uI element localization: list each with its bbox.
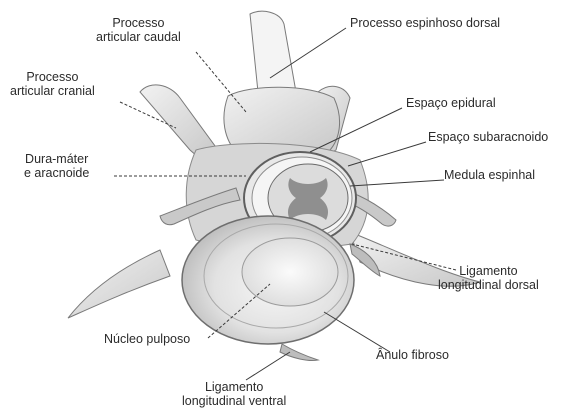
ventral-longitudinal-ligament xyxy=(280,344,318,361)
label-processo-articular-cranial: Processo articular cranial xyxy=(10,70,95,98)
spinous-process xyxy=(250,11,296,98)
label-processo-espinhoso-dorsal: Processo espinhoso dorsal xyxy=(350,16,500,30)
label-ligamento-longitudinal-ventral: Ligamento longitudinal ventral xyxy=(182,380,286,408)
label-processo-articular-caudal: Processo articular caudal xyxy=(96,16,181,44)
label-espaco-subaracnoido: Espaço subaracnoido xyxy=(428,130,548,144)
left-transverse-wing xyxy=(68,250,170,318)
nucleus-pulposus xyxy=(242,238,338,306)
label-nucleo-pulposo: Núcleo pulposo xyxy=(104,332,190,346)
label-dura-mater-aracnoide: Dura-máter e aracnoide xyxy=(24,152,89,180)
label-medula-espinhal: Medula espinhal xyxy=(444,168,535,182)
label-anulo-fibroso: Ânulo fibroso xyxy=(376,348,449,362)
left-cranial-articular-process xyxy=(140,85,218,158)
label-ligamento-longitudinal-dorsal: Ligamento longitudinal dorsal xyxy=(438,264,539,292)
label-espaco-epidural: Espaço epidural xyxy=(406,96,496,110)
